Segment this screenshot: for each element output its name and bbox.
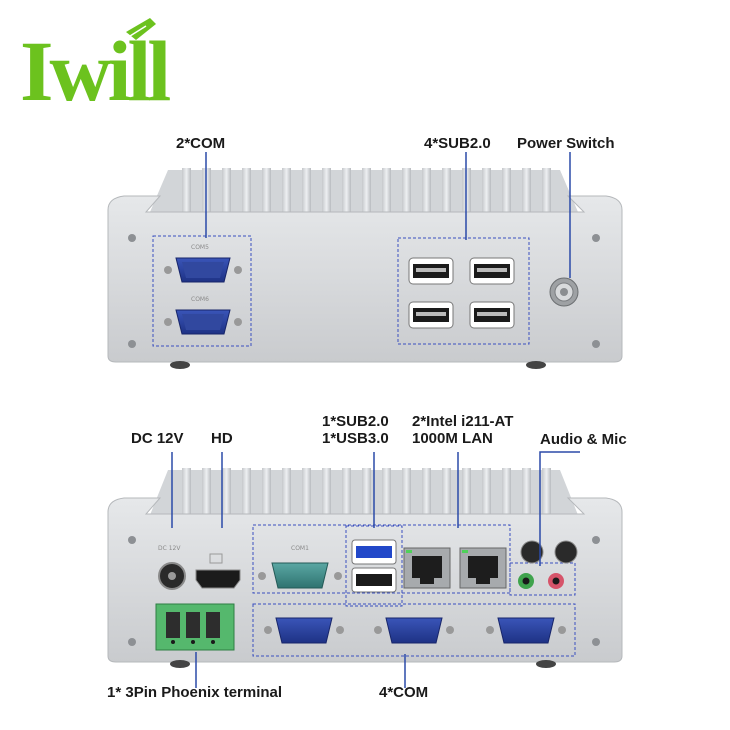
com5-label: COM5 [191,244,209,251]
front-com-label: 2*COM [176,135,226,152]
com1-label: COM1 [291,545,309,552]
rear-audio-highlight [509,562,576,596]
rear-heatsink-fins [150,468,578,518]
audio-mic-label: Audio & Mic [540,431,627,448]
rear-audio-ports [518,540,578,589]
dc-in-label: DC 12V [158,545,181,552]
rear-usb-label-2: 1*USB3.0 [322,430,389,447]
rear-com-ports [264,617,566,644]
front-usb-highlight [397,237,530,345]
hdmi-port [195,553,241,589]
rear-com1-port: COM1 [258,545,342,589]
rear-com-count-label: 4*COM [379,684,429,701]
rear-leader-lines [171,451,580,688]
power-switch-icon [549,277,579,307]
iwill-logo: Iwill [20,18,174,114]
dc-12v-label: DC 12V [131,430,184,447]
phoenix-terminal [155,603,235,651]
rear-usb-ports [351,539,397,593]
front-com6-port: COM6 [164,296,242,335]
rear-com-highlight [252,603,576,657]
front-usb-label: 4*SUB2.0 [424,135,491,152]
lan-label-1: 2*Intel i211-AT [412,413,514,430]
lan-label-2: 1000M LAN [412,430,493,447]
front-usb-ports [408,257,515,329]
front-com-highlight [152,235,252,347]
rear-main-highlight [252,524,511,594]
power-switch-label: Power Switch [517,135,615,152]
logo-leaf-icon [126,18,156,40]
rear-lan-ports [403,547,507,589]
front-com5-port: COM5 [164,244,242,283]
phoenix-label: 1* 3Pin Phoenix terminal [107,684,283,701]
hd-label: HD [211,430,233,447]
com6-label: COM6 [191,296,209,303]
front-heatsink-fins [150,168,578,216]
dc-jack-port: DC 12V [158,545,186,590]
rear-usb-label-1: 1*SUB2.0 [322,413,389,430]
logo-text: Iwill [20,23,170,114]
front-leader-lines [205,152,571,278]
